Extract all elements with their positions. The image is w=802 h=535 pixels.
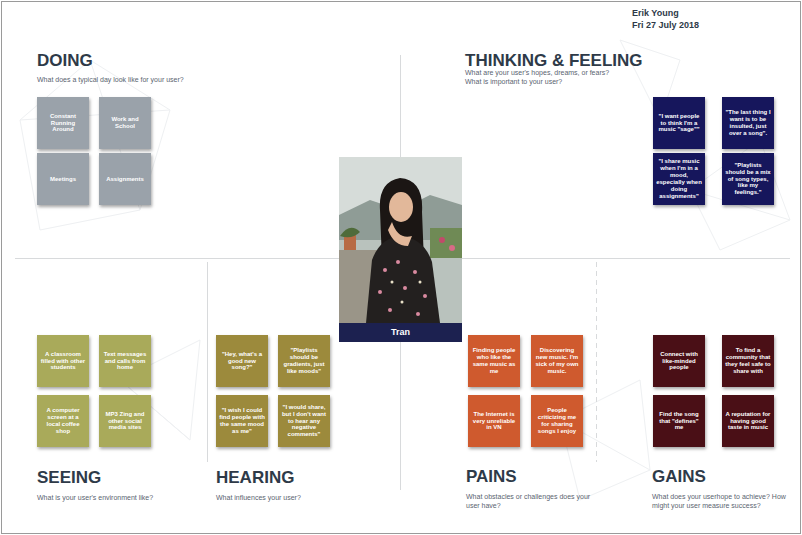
section-question: What does your userhope to achieve? How … [652, 493, 792, 511]
sticky-note: A classroom filled with other students [37, 335, 89, 387]
note-text: MP3 Zing and other social media sites [102, 411, 148, 432]
sticky-note: Meetings [37, 153, 89, 205]
note-text: "I share music when I'm in a mood, espec… [656, 158, 702, 199]
note-text: "Playlists should be a mix of song types… [725, 162, 771, 196]
sticky-note: "The last thing I want is to be insulted… [722, 97, 774, 149]
note-text: "I would share, but I don't want to hear… [281, 404, 327, 438]
note-text: Assignments [102, 176, 148, 183]
section-question: What obstacles or challenges does your u… [466, 493, 594, 511]
section-heading: THINKING & FEELING [465, 50, 643, 71]
date: Fri 27 July 2018 [632, 20, 699, 31]
sticky-note: "Playlists should be a mix of song types… [722, 153, 774, 205]
author-name: Erik Young [632, 8, 679, 19]
sticky-note: Assignments [99, 153, 151, 205]
sticky-note: A computer screen at a local coffee shop [37, 395, 89, 447]
sticky-note: MP3 Zing and other social media sites [99, 395, 151, 447]
sticky-note: "I wish I could find people with the sam… [216, 395, 268, 447]
sticky-note: The Internet is very unreliable in VN [468, 395, 520, 447]
note-text: Connect with like-minded people [656, 351, 702, 372]
sticky-note: Finding people who like the same music a… [468, 335, 520, 387]
note-text: Work and School [102, 116, 148, 130]
sticky-note: Find the song that "defines" me [653, 395, 705, 447]
sticky-note: Discovering new music. I'm sick of my ow… [531, 335, 583, 387]
note-text: Constant Running Around [40, 113, 86, 134]
note-text: The Internet is very unreliable in VN [471, 411, 517, 432]
note-text: Text messages and calls from home [102, 351, 148, 372]
section-heading: PAINS [466, 466, 517, 487]
section-heading: HEARING [216, 467, 294, 488]
section-heading: DOING [37, 50, 93, 71]
note-text: A computer screen at a local coffee shop [40, 407, 86, 435]
note-text: Meetings [40, 176, 86, 183]
note-text: Find the song that "defines" me [656, 411, 702, 432]
sticky-note: Text messages and calls from home [99, 335, 151, 387]
note-text: "The last thing I want is to be insulted… [725, 109, 771, 137]
sticky-note: Constant Running Around [37, 97, 89, 149]
sticky-note: "Playlists should be gradients, just lik… [278, 335, 330, 387]
section-question: What is your user's environment like? [37, 494, 153, 503]
sticky-note: To find a community that they feel safe … [722, 335, 774, 387]
note-text: To find a community that they feel safe … [725, 347, 771, 375]
sticky-note: Work and School [99, 97, 151, 149]
quadrant-lines [15, 55, 790, 490]
note-text: "Hey, what's a good new song?" [219, 351, 265, 372]
sticky-note: "Hey, what's a good new song?" [216, 335, 268, 387]
note-text: Finding people who like the same music a… [471, 347, 517, 375]
persona-photo [339, 157, 462, 323]
section-heading: SEEING [37, 467, 101, 488]
sticky-note: Connect with like-minded people [653, 335, 705, 387]
sticky-note: "I want people to think I'm a music "sag… [653, 97, 705, 149]
note-text: "I want people to think I'm a music "sag… [656, 113, 702, 134]
note-text: A classroom filled with other students [40, 351, 86, 372]
section-question: What influences your user? [216, 494, 301, 503]
persona-name-bar: Tran [339, 323, 462, 342]
sticky-note: "I would share, but I don't want to hear… [278, 395, 330, 447]
section-question: What are your user's hopes, dreams, or f… [465, 69, 615, 87]
background-polygons [20, 40, 790, 500]
section-heading: GAINS [652, 466, 706, 487]
persona-name: Tran [342, 327, 459, 337]
note-text: A reputation for having good taste in mu… [725, 411, 771, 432]
sticky-note: A reputation for having good taste in mu… [722, 395, 774, 447]
sticky-note: "I share music when I'm in a mood, espec… [653, 153, 705, 205]
note-text: People criticizing me for sharing songs … [534, 407, 580, 435]
section-question: What does a typical day look like for yo… [37, 76, 184, 85]
note-text: "I wish I could find people with the sam… [219, 407, 265, 435]
note-text: "Playlists should be gradients, just lik… [281, 347, 327, 375]
note-text: Discovering new music. I'm sick of my ow… [534, 347, 580, 375]
sticky-note: People criticizing me for sharing songs … [531, 395, 583, 447]
